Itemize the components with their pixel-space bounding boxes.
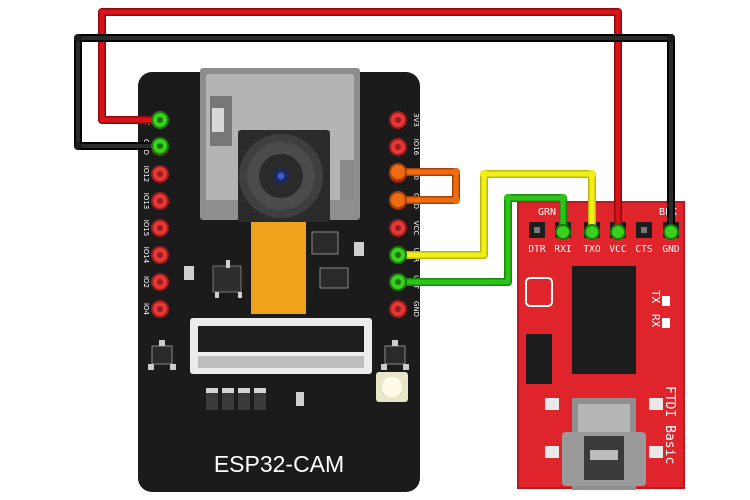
ftdi-pin-label: RXI — [554, 244, 571, 255]
left-pin-label: IO15 — [142, 220, 150, 236]
wire-corner-dots — [74, 9, 675, 204]
rx-led-label: RX — [649, 314, 662, 328]
right-pin-label: VCC — [412, 221, 420, 236]
ftdi-pin-label: VCC — [609, 244, 626, 255]
left-pin-io13-3: IO13 — [142, 192, 169, 210]
right-pin-label: IO16 — [412, 139, 420, 156]
ftdi-pin-label: GND — [662, 244, 679, 255]
right-pin-label: GND — [412, 301, 420, 317]
left-pin-io14-5: IO14 — [142, 246, 169, 264]
ftdi-pin-label: TXO — [583, 244, 600, 255]
flash-led — [376, 372, 408, 402]
rx-led — [662, 318, 670, 328]
right-pin-io16-1: IO16 — [389, 138, 420, 156]
connected-pin-highlights — [151, 111, 679, 291]
ftdi-pin-label: DTR — [528, 244, 545, 255]
tx-led — [662, 296, 670, 306]
left-pin-label: IO4 — [142, 303, 150, 316]
ftdi-pin-dtr-0: DTR — [528, 222, 546, 255]
left-pin-label: IO2 — [142, 276, 150, 288]
transistor-left — [148, 340, 176, 370]
board-title: ESP32-CAM — [214, 451, 344, 477]
fpc-connector — [190, 318, 372, 374]
camera-module — [238, 130, 330, 222]
ftdi-regulator — [526, 334, 552, 384]
left-pin-io12-2: IO12 — [142, 165, 169, 183]
right-pin-vcc-4: VCC — [389, 219, 420, 237]
mini-usb-connector — [562, 398, 646, 490]
left-pin-io4-7: IO4 — [142, 300, 169, 318]
capacitor-row — [206, 388, 266, 410]
left-pin-io2-6: IO2 — [142, 273, 169, 291]
left-pin-label: IO13 — [142, 193, 150, 209]
right-pin-label: 3V3 — [412, 113, 420, 127]
right-pin-gnd-7: GND — [389, 300, 420, 318]
ftdi-grn-label: GRN — [538, 207, 556, 218]
ftdi-pin-cts-4: CTS — [635, 222, 653, 255]
left-pin-label: IO12 — [142, 166, 150, 182]
ftdi-pad — [525, 277, 553, 307]
ftdi-smd-1 — [545, 398, 559, 410]
right-pin-3v3-0: 3V3 — [389, 111, 420, 129]
ftdi-smd-3 — [649, 398, 663, 410]
transistor-right — [381, 340, 409, 370]
left-pin-io15-4: IO15 — [142, 219, 169, 237]
ftdi-chip — [572, 266, 636, 374]
tx-led-label: TX — [649, 290, 662, 304]
ftdi-board-name: FTDI Basic — [662, 386, 677, 464]
ftdi-smd-2 — [545, 446, 559, 458]
camera-ribbon-cable — [251, 222, 306, 314]
wires — [74, 8, 675, 286]
wire-orange-io0-gnd-core — [395, 169, 459, 203]
smd-components — [184, 231, 364, 406]
ftdi-smd-4 — [649, 446, 663, 458]
ftdi-pin-label: CTS — [635, 244, 652, 255]
left-pin-label: IO14 — [142, 247, 150, 264]
